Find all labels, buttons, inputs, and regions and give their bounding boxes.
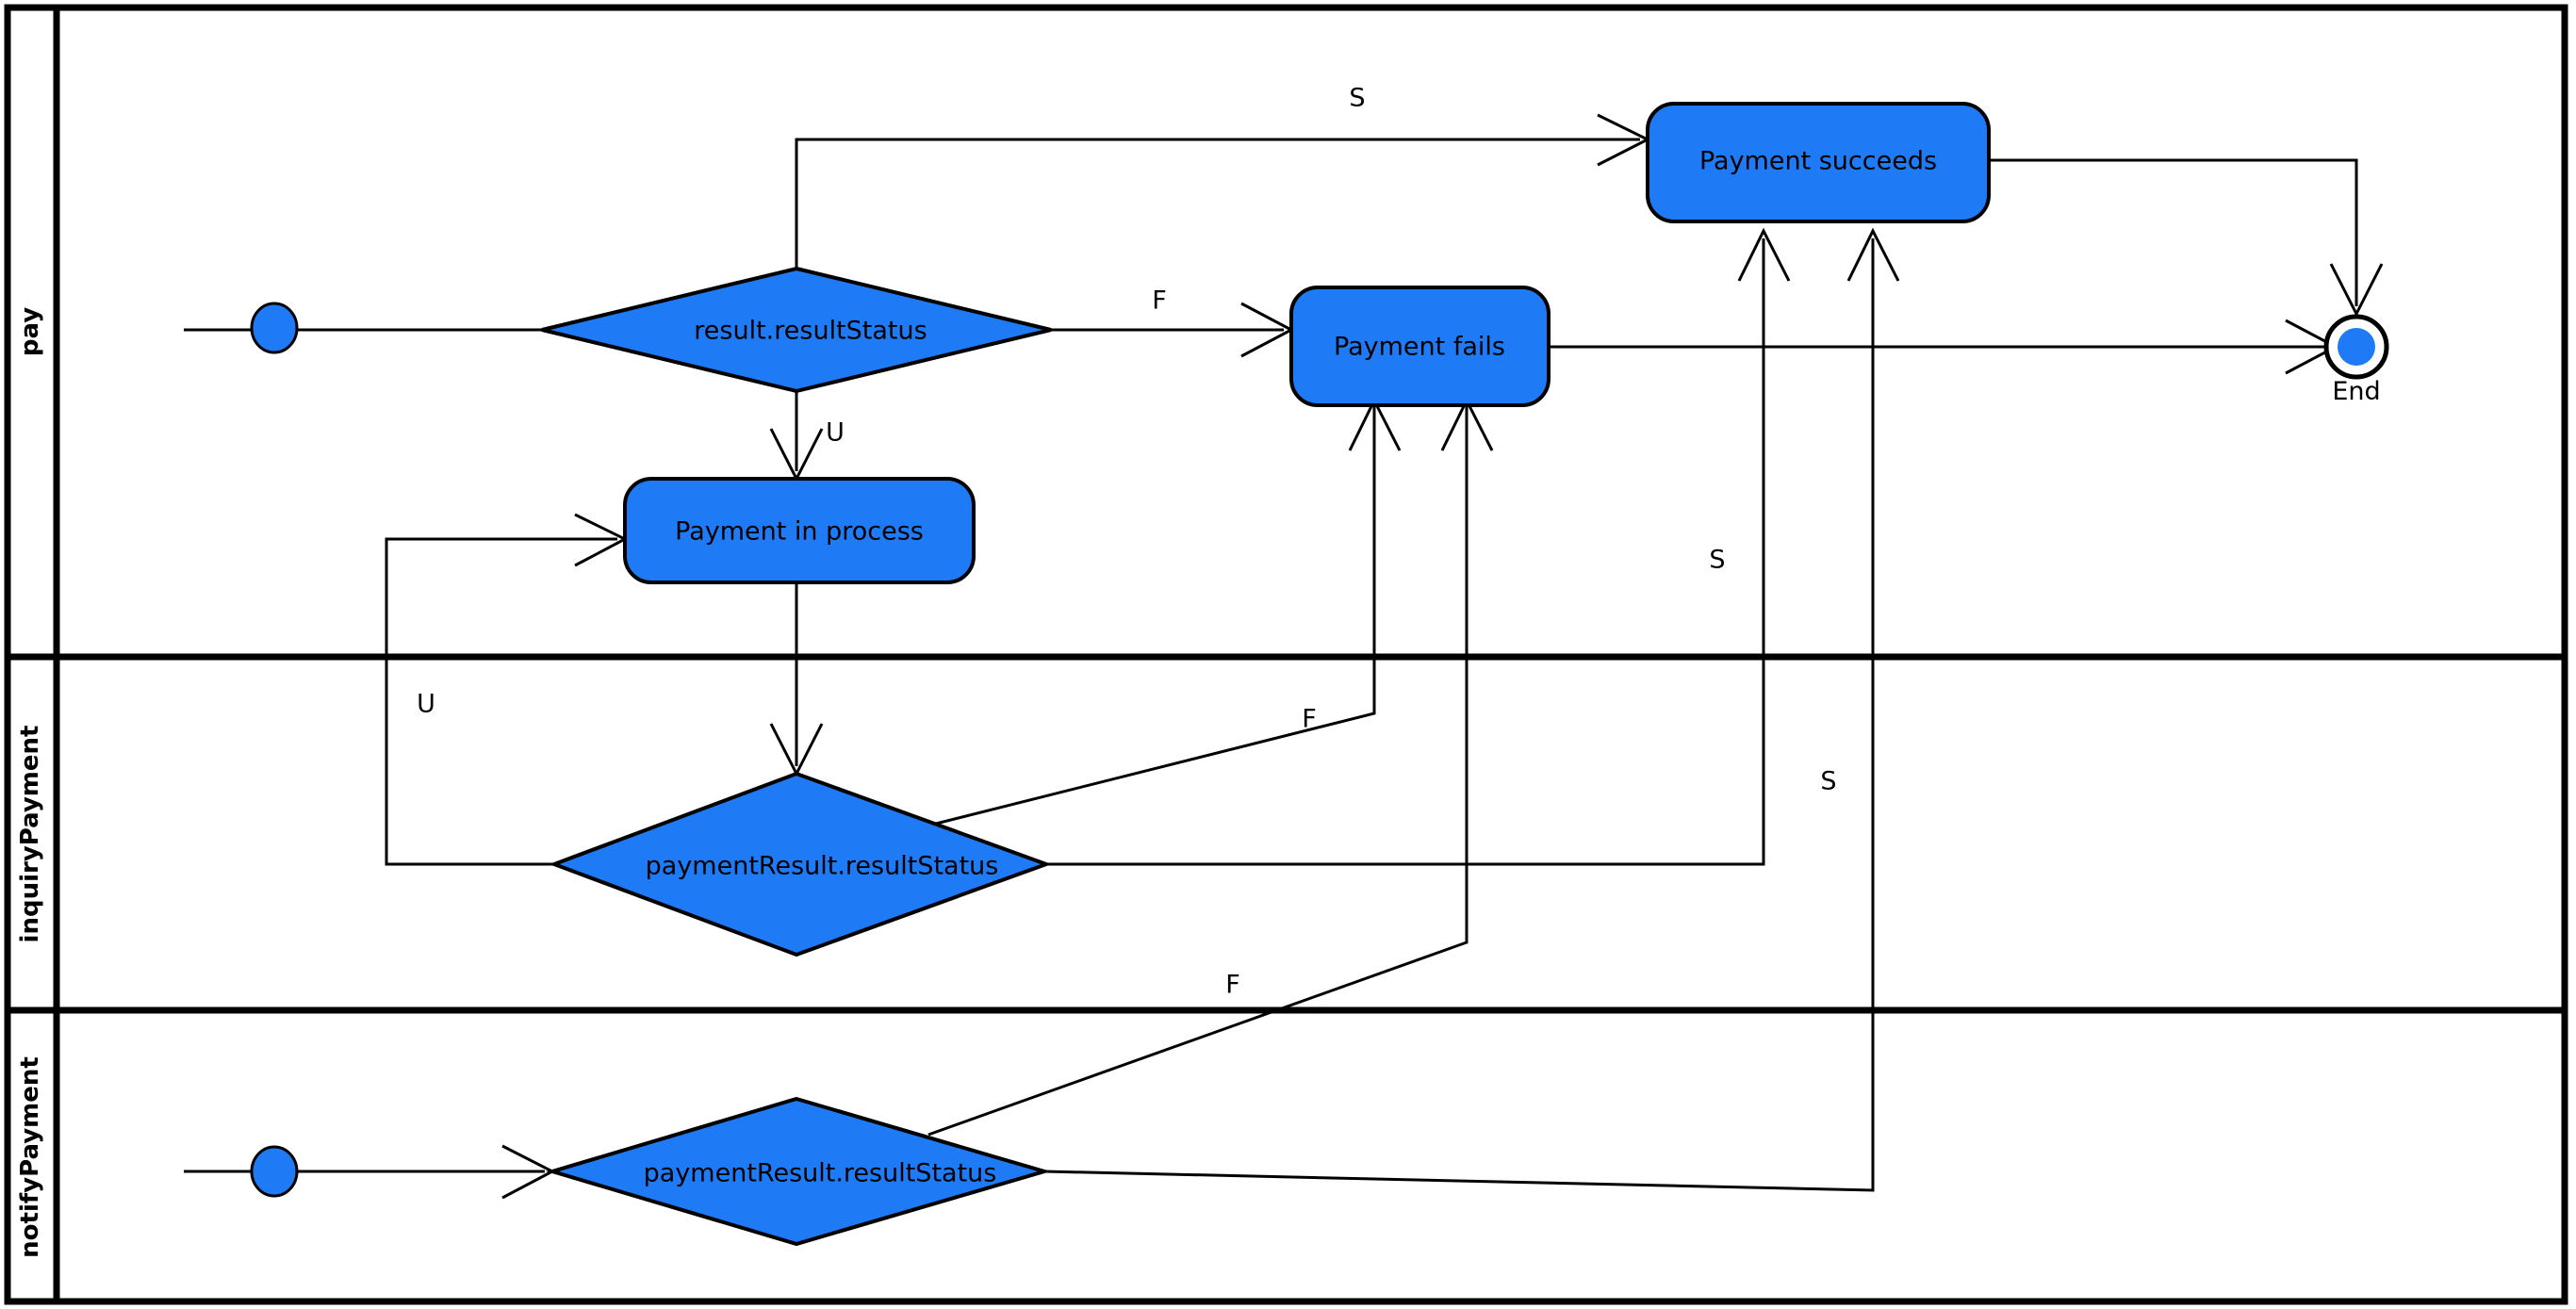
action-payment-succeeds: Payment succeeds	[1646, 102, 1991, 223]
edge-label-succeeds-from-result: S	[1349, 84, 1365, 113]
edge-label-fails-from-notify: F	[1225, 971, 1240, 1000]
action-payment-in-process: Payment in process	[623, 477, 976, 584]
edge-decision-notify-to-payment-fails	[927, 397, 1494, 1137]
decision-inquiry-payment-result-status-label: paymentResult.resultStatus	[646, 852, 999, 881]
edge-decision-inquiry-to-payment-succeeds	[1046, 227, 1791, 866]
edge-decision-result-to-payment-succeeds	[795, 113, 1651, 269]
initial-node-notify	[250, 1145, 299, 1198]
action-payment-fails: Payment fails	[1289, 286, 1551, 407]
edge-label-succeeds-from-notify: S	[1820, 767, 1836, 796]
action-payment-in-process-label: Payment in process	[675, 517, 924, 547]
edge-label-unknown-from-inquiry: U	[417, 690, 435, 719]
decision-result-status-label: result.resultStatus	[694, 317, 927, 346]
swimlane-pay: pay	[16, 307, 44, 356]
edge-label-unknown-from-result: U	[826, 418, 845, 448]
edge-decision-result-to-payment-in-process	[769, 391, 824, 483]
edge-decision-inquiry-to-payment-fails	[927, 397, 1402, 827]
decision-result-status: result.resultStatus	[541, 266, 1052, 394]
final-node-end-label: End	[2332, 377, 2380, 406]
edge-payment-succeeds-to-end	[1989, 158, 2384, 318]
initial-node-pay	[250, 302, 299, 354]
edge-decision-notify-to-payment-succeeds	[1043, 227, 1900, 1192]
swimlane-label-inquiryPayment: inquiryPayment	[16, 726, 44, 943]
decision-notify-payment-result-status-label: paymentResult.resultStatus	[644, 1159, 997, 1188]
edge-decision-result-to-payment-fails	[1051, 302, 1295, 358]
swimlane-label-pay: pay	[16, 307, 44, 356]
edge-start-notify-to-decision-notify	[184, 1144, 556, 1200]
decision-notify-payment-result-status: paymentResult.resultStatus	[545, 1096, 1052, 1247]
swimlane-label-notifyPayment: notifyPayment	[16, 1056, 44, 1258]
action-payment-fails-label: Payment fails	[1334, 333, 1505, 362]
swimlane-notifyPayment: notifyPayment	[16, 1056, 44, 1258]
edge-payment-fails-to-end	[1549, 319, 2339, 375]
action-payment-succeeds-label: Payment succeeds	[1699, 147, 1937, 176]
edge-label-succeeds-from-inquiry: S	[1709, 546, 1725, 575]
decision-inquiry-payment-result-status: paymentResult.resultStatus	[549, 771, 1052, 957]
final-node-end: End	[2323, 314, 2389, 406]
edge-label-fails-from-inquiry: F	[1302, 705, 1317, 734]
edge-payment-in-process-to-decision-inquiry	[769, 580, 824, 777]
swimlane-inquiryPayment: inquiryPayment	[16, 726, 44, 943]
edge-label-fails-from-result: F	[1152, 286, 1167, 316]
